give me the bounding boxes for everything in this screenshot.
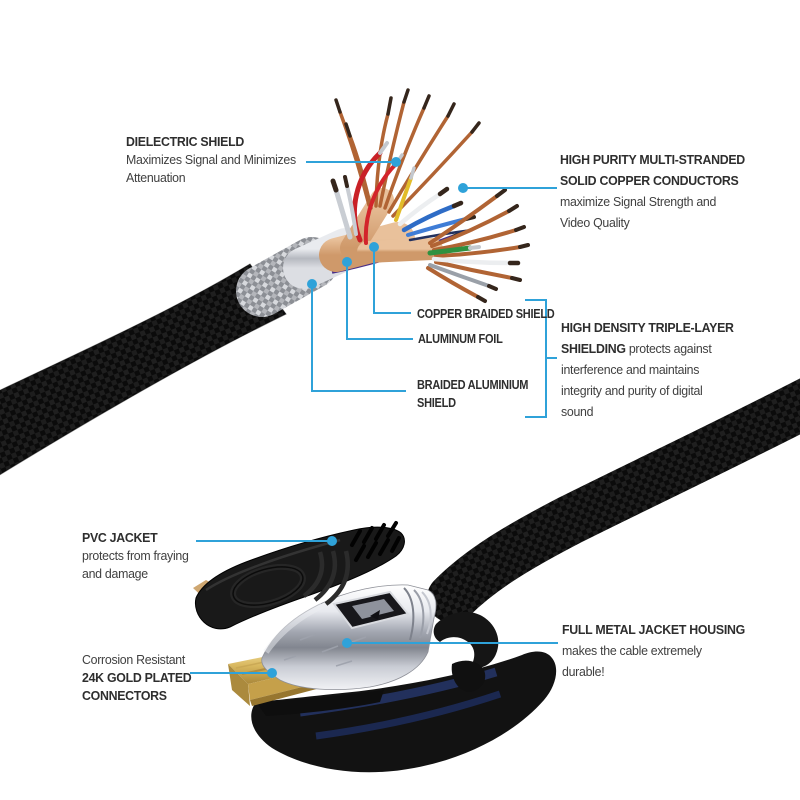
ridge-waves <box>302 550 351 606</box>
label-gold-connectors: Corrosion Resistant 24K GOLD PLATED CONN… <box>82 652 192 703</box>
label-triple-layer-shielding: HIGH DENSITY TRIPLE-LAYER SHIELDING prot… <box>561 320 734 419</box>
label-full-metal-jacket: FULL METAL JACKET HOUSING makes the cabl… <box>562 622 745 679</box>
shell-hook <box>433 611 499 669</box>
metal-housing <box>261 584 437 690</box>
label-copper-conductors: HIGH PURITY MULTI-STRANDED SOLID COPPER … <box>560 152 745 230</box>
blue-wire <box>401 203 457 233</box>
callout-dot <box>327 536 337 546</box>
label-pvc-jacket: PVC JACKET protects from fraying and dam… <box>82 530 189 581</box>
callout-dot <box>342 638 352 648</box>
label-copper-braided-shield: COPPER BRAIDED SHIELD <box>417 307 555 321</box>
callout-line-foil <box>346 262 413 340</box>
pvc-jacket-cap <box>193 521 405 630</box>
callout-dot <box>369 242 379 252</box>
connector-shell <box>251 611 557 773</box>
callout-dot <box>391 157 401 167</box>
red-wire <box>363 162 398 245</box>
green-wire <box>427 245 473 256</box>
callout-dot <box>342 257 352 267</box>
conductor-fan <box>330 88 530 303</box>
label-aluminum-foil: ALUMINUM FOIL <box>418 332 503 346</box>
label-braided-aluminium-shield: BRAIDED ALUMINIUM SHIELD <box>417 378 529 410</box>
white-wire <box>397 191 443 227</box>
callout-dot <box>458 183 468 193</box>
embossed-logo <box>230 563 306 609</box>
yellow-wire <box>394 176 413 222</box>
callout-dot <box>307 279 317 289</box>
white-wire <box>431 256 513 266</box>
label-dielectric-shield: DIELECTRIC SHIELD Maximizes Signal and M… <box>126 134 296 185</box>
label-title: DIELECTRIC SHIELD <box>126 134 244 149</box>
callout-line-braided-shield <box>311 284 406 392</box>
callout-dots <box>267 157 468 678</box>
callout-dot <box>267 668 277 678</box>
vent-slots <box>350 521 401 562</box>
lower-cable <box>427 378 800 623</box>
callout-lines <box>190 161 558 674</box>
callout-line-copper-braid <box>373 247 411 314</box>
upper-cable <box>0 188 464 476</box>
